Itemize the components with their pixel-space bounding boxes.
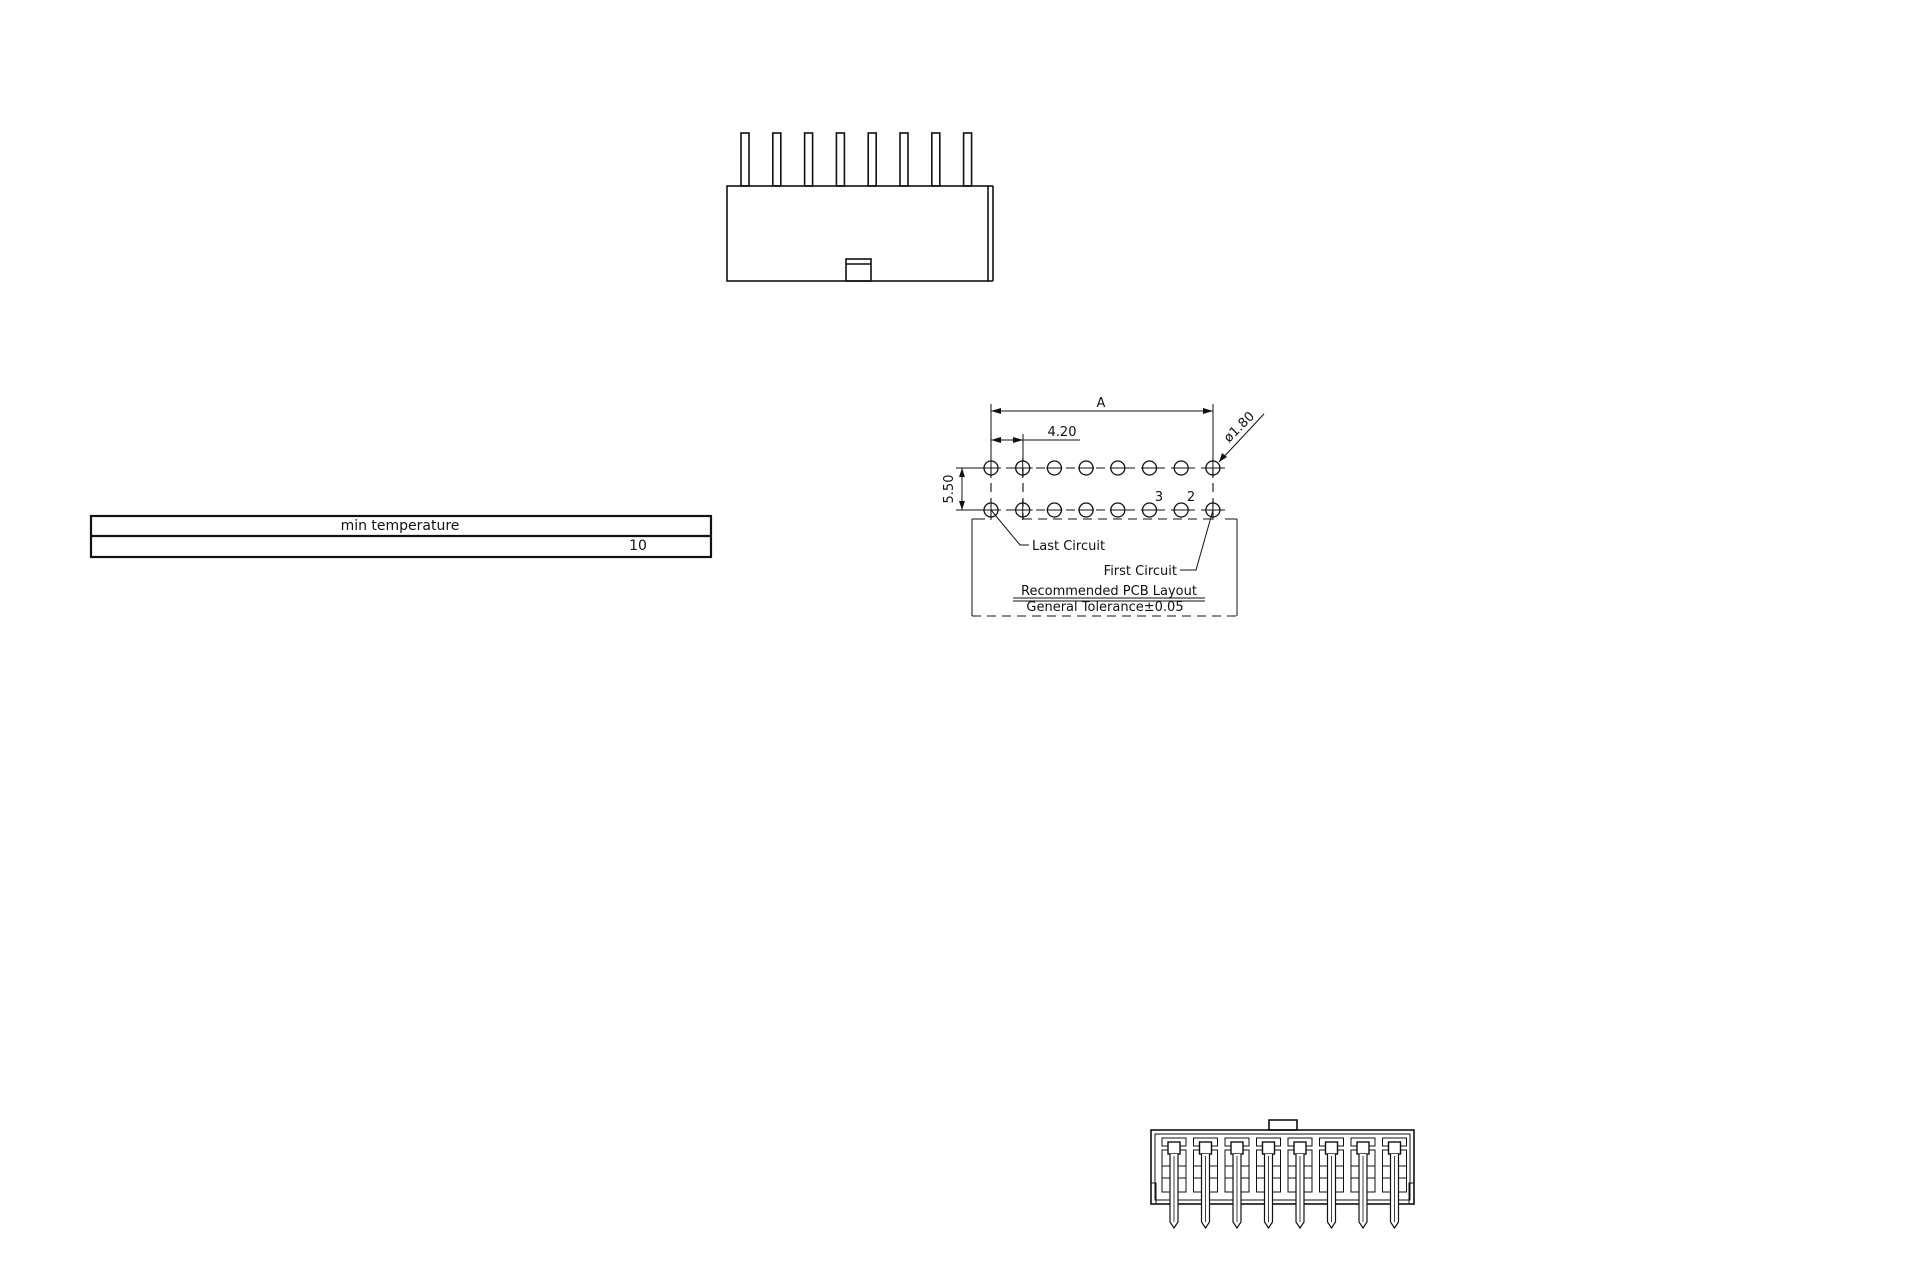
pcb-hole — [1078, 460, 1095, 476]
pcb-hole — [1173, 502, 1190, 518]
front-latch — [1268, 1119, 1298, 1131]
pin-3-label: 3 — [1155, 490, 1163, 505]
front-housing — [1150, 1129, 1415, 1205]
front-cavity — [1287, 1137, 1313, 1230]
pin-2-label: 2 — [1187, 490, 1195, 505]
row-spacing-label: 5.50 — [942, 475, 957, 504]
pcb-hole — [1046, 502, 1063, 518]
front-cavity — [1161, 1137, 1187, 1230]
general-tolerance-label: General Tolerance±0.05 — [1026, 600, 1183, 615]
pcb-hole — [1141, 502, 1158, 518]
front-cavities — [1161, 1137, 1407, 1230]
pcb-hole — [1109, 502, 1126, 518]
front-cavity — [1350, 1137, 1376, 1230]
pcb-hole — [1046, 460, 1063, 476]
pcb-holes — [981, 458, 1223, 520]
first-circuit-label: First Circuit — [1104, 564, 1177, 579]
pcb-hole — [1141, 460, 1158, 476]
last-circuit-label: Last Circuit — [1032, 539, 1105, 554]
connector-pins-top — [740, 132, 973, 187]
pcb-hole — [1173, 460, 1190, 476]
connector-body — [726, 185, 989, 282]
connector-pin — [867, 132, 878, 187]
pitch-dimension-label: 4.20 — [1048, 425, 1077, 440]
connector-pin — [930, 132, 941, 187]
connector-pin — [740, 132, 750, 187]
data-table: min temperature 10 — [89, 514, 713, 559]
table-value-cell: 10 — [629, 538, 647, 554]
latch-tab — [845, 258, 872, 282]
pcb-layout-title: Recommended PCB Layout — [1021, 584, 1197, 599]
connector-pin — [835, 132, 846, 187]
pcb-layout: A 4.20 5.50 ø1.80 3 2 — [942, 396, 1265, 617]
front-cavity — [1256, 1137, 1281, 1230]
pcb-hole — [1109, 460, 1126, 476]
connector-pin — [962, 132, 973, 187]
front-cavity — [1224, 1137, 1250, 1230]
connector-pin — [899, 132, 909, 187]
front-cavity — [1193, 1137, 1218, 1230]
connector-pin — [771, 132, 782, 187]
dimension-a-label: A — [1097, 396, 1106, 411]
front-cavity — [1382, 1137, 1407, 1230]
connector-pin — [803, 132, 814, 187]
pcb-hole — [1078, 502, 1095, 518]
connector-side-view — [726, 132, 994, 282]
table-header-cell: min temperature — [341, 518, 460, 534]
connector-front-view — [1150, 1119, 1415, 1230]
front-cavity — [1319, 1137, 1344, 1230]
